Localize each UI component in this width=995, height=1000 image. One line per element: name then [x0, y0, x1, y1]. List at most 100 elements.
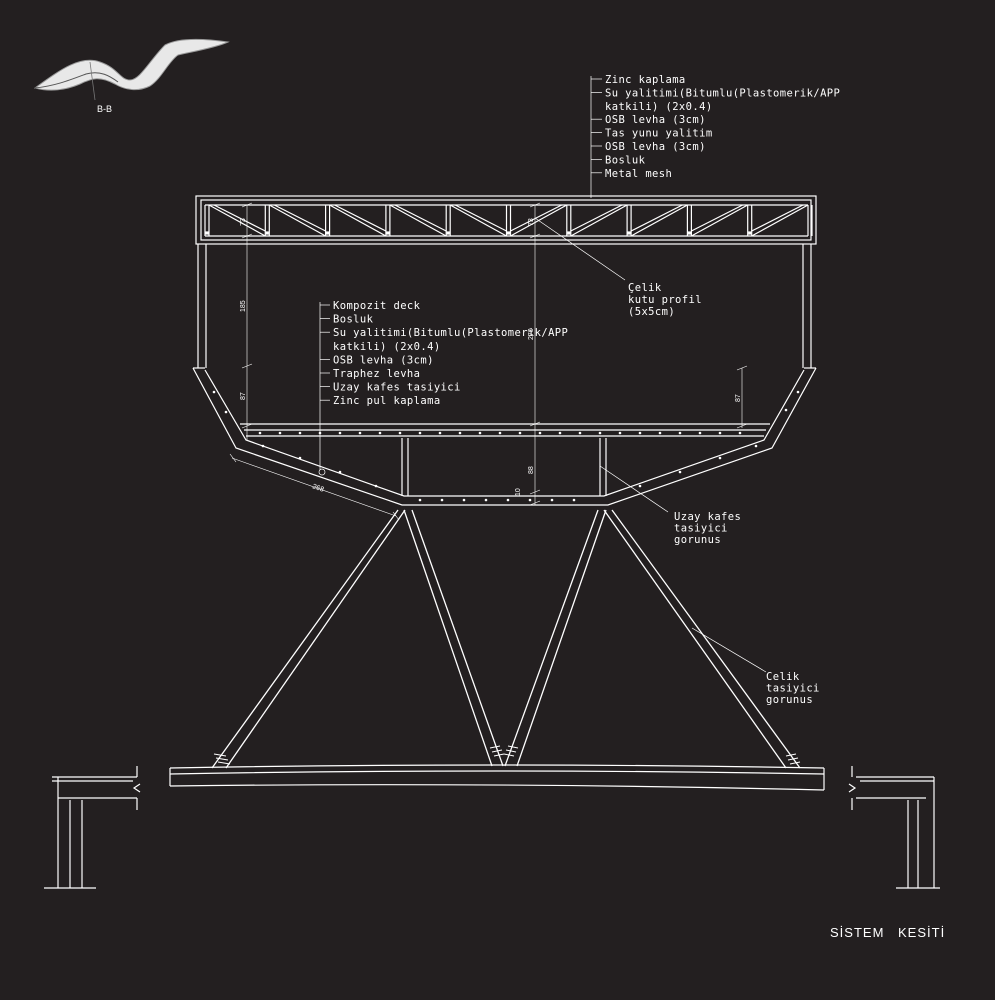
hull-bolt — [484, 498, 488, 502]
hull-bolt — [550, 498, 554, 502]
truss-diagonal — [449, 204, 507, 237]
annotation-line: Çelik — [628, 282, 662, 294]
truss-diagonal — [213, 204, 266, 232]
deck-bolt — [518, 431, 522, 435]
truss-diagonal — [394, 204, 447, 232]
hull-bolt — [462, 498, 466, 502]
deck-bolt — [618, 431, 622, 435]
ground-slab — [169, 764, 825, 791]
hull — [192, 367, 817, 506]
truss-bolt — [506, 231, 511, 235]
hull-bolt — [638, 484, 642, 488]
truss-bolt — [567, 231, 571, 235]
truss-diagonal — [274, 204, 326, 232]
truss-bolt — [265, 231, 269, 235]
annotation-line: OSB levha (3cm) — [605, 141, 706, 153]
hull-bolt — [338, 470, 342, 474]
deck-bolt — [418, 431, 422, 435]
annotation-line: Uzay kafes tasiyici — [333, 382, 461, 394]
truss-diagonal — [691, 204, 748, 237]
hull-bolt — [374, 484, 378, 488]
title-word-2: KESİTİ — [898, 925, 945, 940]
truss-bolt — [687, 231, 692, 235]
annotation-line: kutu profil — [628, 294, 702, 306]
annotation-line: Bosluk — [333, 314, 374, 326]
dim-lower-left: 87 — [240, 392, 247, 400]
deck-bolt — [698, 431, 702, 435]
truss-diagonal — [751, 204, 809, 237]
truss-diagonal — [751, 204, 804, 232]
roof-truss — [195, 195, 817, 245]
hull-bolt — [212, 390, 216, 394]
hull-bolt — [754, 444, 758, 448]
drawing-title: SİSTEM KESİTİ — [830, 925, 945, 940]
truss-bolt — [748, 231, 752, 235]
hull-bolt — [784, 408, 788, 412]
truss-diagonal — [329, 204, 387, 237]
deck-bolt — [598, 431, 602, 435]
deck-bolt — [338, 431, 342, 435]
deck-bolt — [458, 431, 462, 435]
truss-diagonal — [630, 204, 688, 237]
annotation-line: Zinc kaplama — [605, 74, 686, 86]
annotation-line: Celik — [766, 671, 800, 683]
support-legs — [211, 509, 801, 769]
annotation-line: Traphez levha — [333, 368, 420, 380]
truss-bolt — [446, 231, 450, 235]
deck-bolt — [578, 431, 582, 435]
annotation-line: Bosluk — [605, 154, 646, 166]
annotation-line: Su yalitimi(Bitumlu(Plastomerik/APP — [333, 327, 568, 339]
dimension-lines — [229, 202, 748, 521]
annotation-line: Metal mesh — [605, 168, 672, 180]
key-plan-label: B-B — [97, 104, 112, 114]
truss-diagonal — [630, 204, 683, 232]
deck-bolt — [438, 431, 442, 435]
deck-bolt — [558, 431, 562, 435]
truss-bolt — [326, 231, 330, 235]
annotation-line: OSB levha (3cm) — [605, 114, 706, 126]
dim-center-small: 10 — [515, 488, 522, 496]
annotation-line: (5x5cm) — [628, 306, 675, 318]
annotation-line: gorunus — [674, 534, 721, 546]
annotation-line: OSB levha (3cm) — [333, 354, 434, 366]
hull-bolt — [298, 456, 302, 460]
deck-bolt — [678, 431, 682, 435]
dim-lower-right: 87 — [735, 394, 742, 402]
hull-bolt — [440, 498, 444, 502]
hull-bolt — [418, 498, 422, 502]
truss-diagonal — [389, 204, 447, 237]
deck-bolt — [278, 431, 282, 435]
deck-bolt — [718, 431, 722, 435]
dim-slope-length: 268 — [311, 483, 324, 493]
deck-bolt — [478, 431, 482, 435]
hull-bolt — [506, 498, 510, 502]
hull-bolt — [528, 498, 532, 502]
annotation-line: tasiyici — [674, 523, 728, 535]
annotation-line: Tas yunu yalitim — [605, 128, 713, 140]
truss-bolt — [386, 231, 390, 235]
dim-center-total: 270 — [528, 328, 535, 340]
annotation-line: Zinc pul kaplama — [333, 395, 441, 407]
truss-bolt — [627, 231, 631, 235]
annotation-line: katkili) (2x0.4) — [605, 101, 713, 113]
deck-bolt — [638, 431, 642, 435]
truss-diagonal — [510, 204, 563, 232]
deck-bolt — [498, 431, 502, 435]
deck-bolt — [398, 431, 402, 435]
truss-diagonal — [269, 204, 326, 237]
dim-center-bottom: 88 — [528, 466, 535, 474]
deck-bolt — [738, 431, 742, 435]
truss-diagonal — [570, 204, 628, 237]
hull-bolt — [796, 390, 800, 394]
deck-bolt — [358, 431, 362, 435]
deck-bolt — [658, 431, 662, 435]
dim-center-roof: 73 — [528, 218, 535, 226]
leader-lines — [318, 76, 767, 673]
annotation-line: Su yalitimi(Bitumlu(Plastomerik/APP — [605, 87, 840, 99]
truss-diagonal — [691, 204, 743, 232]
hull-bolt — [224, 410, 228, 414]
